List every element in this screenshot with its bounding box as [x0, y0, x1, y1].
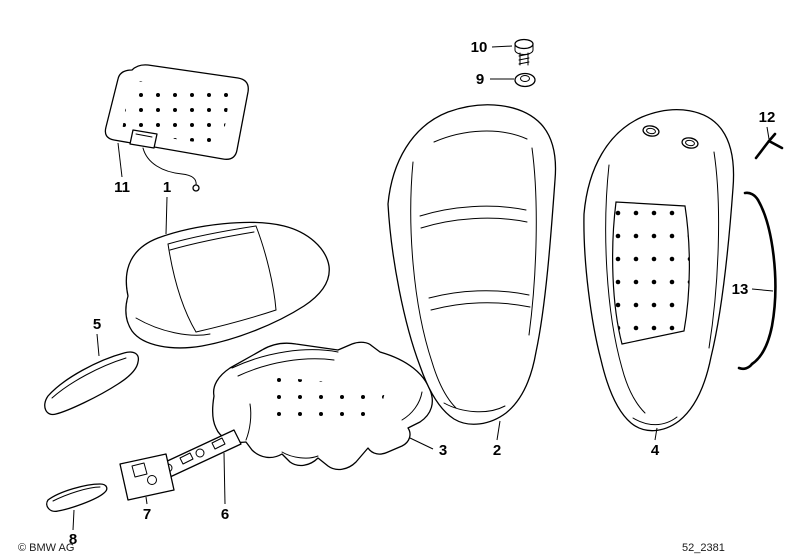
copyright-text: © BMW AG: [18, 542, 74, 554]
leader-line-4: [654, 427, 658, 441]
part-label-12[interactable]: 12: [759, 109, 776, 126]
part-label-11[interactable]: 11: [114, 179, 130, 196]
leader-line-13: [751, 288, 774, 292]
part-12-clip: [754, 132, 784, 160]
heater-wire-connector: [192, 184, 200, 192]
part-8-trim-strip: [46, 483, 108, 512]
leader-lines: [72, 45, 774, 531]
leader-line-7: [145, 496, 148, 505]
part-label-1[interactable]: 1: [163, 179, 171, 196]
part-label-2[interactable]: 2: [493, 442, 501, 459]
part-label-4[interactable]: 4: [651, 442, 660, 459]
part-label-6[interactable]: 6: [221, 506, 229, 523]
leader-line-8: [72, 509, 75, 531]
leader-line-2: [496, 420, 501, 441]
part-5-side-trim: [44, 351, 140, 416]
drawing-number: 52_2381: [682, 542, 725, 554]
part-13-tension-rod: [737, 191, 777, 371]
leader-line-5: [96, 333, 100, 357]
part-3-seat-frame: [212, 341, 433, 471]
leader-line-10: [491, 45, 513, 48]
part-label-5[interactable]: 5: [93, 316, 101, 333]
part-label-8[interactable]: 8: [69, 531, 77, 548]
part-7-trim-plate: [119, 453, 175, 501]
leader-line-12: [766, 126, 770, 140]
part-11-seat-heating-element: [104, 64, 249, 192]
part-label-7[interactable]: 7: [143, 506, 151, 523]
leader-line-3: [409, 437, 434, 450]
leader-line-11: [117, 142, 123, 178]
part-label-10[interactable]: 10: [471, 39, 488, 56]
part-2-backrest-cushion-cover: [387, 104, 557, 425]
part-10-screw: [514, 38, 534, 66]
leader-line-1: [165, 196, 168, 235]
part-label-9[interactable]: 9: [476, 71, 484, 88]
part-9-grommet: [514, 72, 536, 88]
leader-line-6: [223, 452, 226, 505]
part-label-3[interactable]: 3: [439, 442, 447, 459]
part-4-backrest-frame: [583, 109, 735, 432]
part-1-seat-cushion-cover: [125, 221, 330, 349]
part-label-13[interactable]: 13: [732, 281, 749, 298]
